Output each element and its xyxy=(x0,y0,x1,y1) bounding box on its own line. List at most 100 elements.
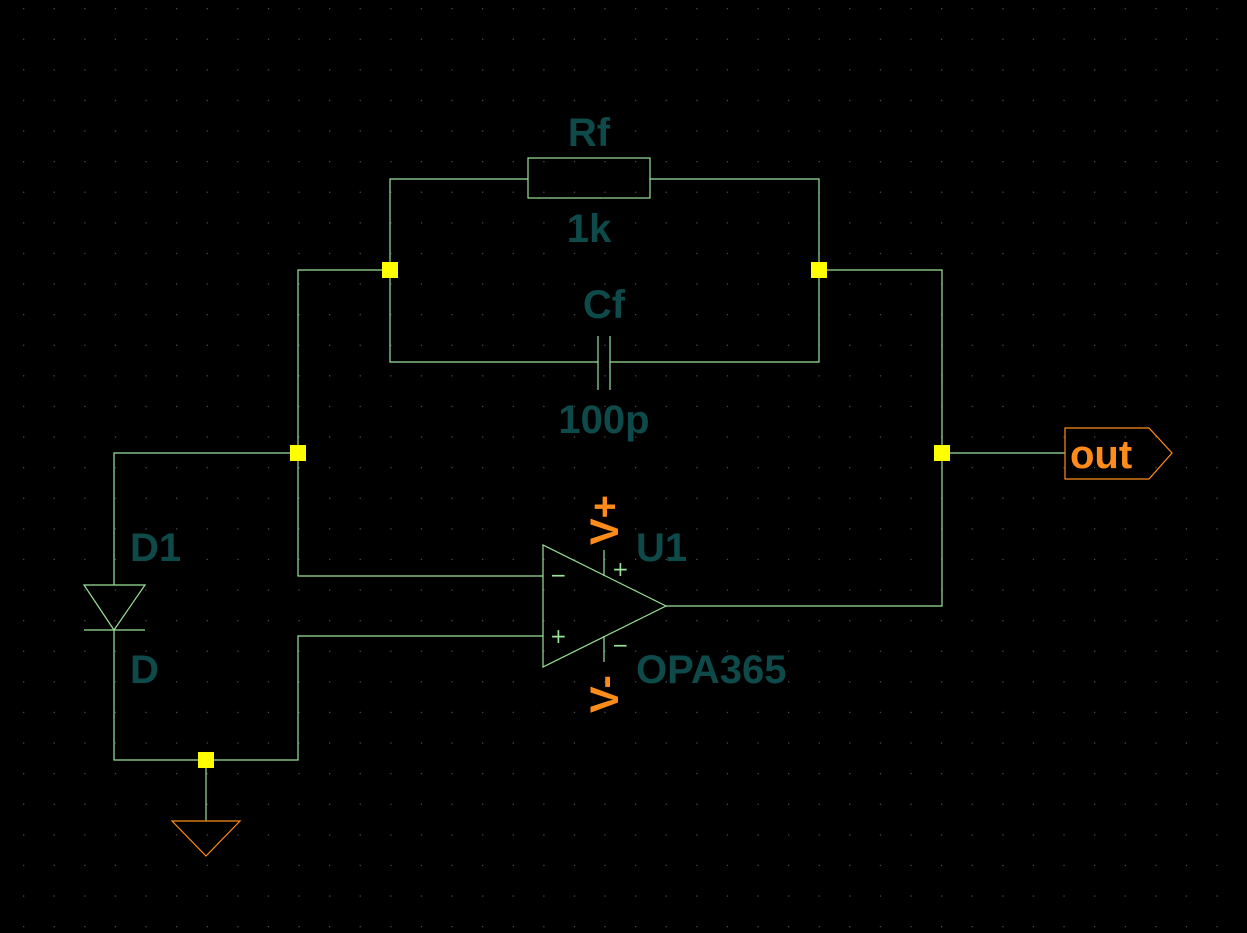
grid-dot xyxy=(971,834,973,836)
grid-dot xyxy=(176,222,178,224)
wire-cf-left[interactable] xyxy=(389,270,598,363)
grid-dot xyxy=(451,773,453,775)
ground-icon[interactable] xyxy=(170,820,242,857)
grid-dot xyxy=(267,803,270,805)
grid-dot xyxy=(53,650,55,652)
grid-dot xyxy=(1032,252,1035,255)
grid-dot xyxy=(420,191,423,193)
wire-cf-right[interactable] xyxy=(610,270,820,363)
grid-dot xyxy=(1063,161,1065,163)
grid-dot xyxy=(176,344,178,346)
grid-dot xyxy=(53,742,55,744)
net-label-vpos[interactable]: V+ xyxy=(583,495,627,545)
grid-dot xyxy=(910,681,912,683)
resistor-rf[interactable]: Rf 1k xyxy=(527,111,651,251)
grid-dot xyxy=(53,375,55,377)
wire-feedback-right[interactable] xyxy=(819,269,943,453)
wire-rf-right[interactable] xyxy=(650,178,820,270)
grid-dot xyxy=(1124,681,1126,683)
wire-feedback-left[interactable] xyxy=(297,269,390,453)
resistor-rf-body[interactable] xyxy=(527,157,651,199)
grid-dot xyxy=(696,99,698,102)
grid-dot xyxy=(53,895,55,897)
wire-output[interactable] xyxy=(666,453,943,607)
output-port[interactable]: out xyxy=(1064,427,1173,480)
grid-dot xyxy=(359,895,361,897)
grid-dot xyxy=(1094,252,1096,255)
grid-dot xyxy=(635,436,637,438)
grid-dot xyxy=(298,252,300,255)
wire-diode-bottom[interactable] xyxy=(113,630,206,761)
grid-dot xyxy=(1032,8,1035,10)
grid-dot xyxy=(114,161,117,163)
grid-dot xyxy=(84,773,86,775)
grid-dot xyxy=(1063,99,1065,102)
grid-dot xyxy=(788,528,790,530)
grid-dot xyxy=(910,38,912,40)
grid-dot xyxy=(237,69,239,71)
grid-dot xyxy=(849,864,851,867)
grid-dot xyxy=(84,650,86,652)
junction-node[interactable] xyxy=(811,262,827,278)
grid-dot xyxy=(237,895,239,897)
grid-dot xyxy=(543,222,545,224)
grid-dot xyxy=(971,773,973,775)
capacitor-cf[interactable]: Cf 100p xyxy=(558,283,649,442)
grid-dot xyxy=(573,375,576,377)
grid-dot xyxy=(114,344,117,346)
grid-dot xyxy=(941,620,943,622)
junction-node[interactable] xyxy=(382,262,398,278)
grid-dot xyxy=(879,834,882,836)
grid-dot xyxy=(84,222,86,224)
grid-dot xyxy=(1124,864,1126,867)
grid-dot xyxy=(849,467,851,469)
grid-dot xyxy=(971,467,973,469)
grid-dot xyxy=(482,895,484,897)
grid-dot xyxy=(390,405,392,408)
grid-dot xyxy=(849,314,851,316)
output-port-flag[interactable] xyxy=(1064,427,1173,480)
grid-dot xyxy=(390,8,392,10)
grid-dot xyxy=(145,895,147,897)
grid-dot xyxy=(176,589,178,591)
opamp-u1[interactable]: − + + − U1 OPA365 xyxy=(542,526,786,692)
diode-d1-triangle[interactable] xyxy=(82,584,147,632)
grid-dot xyxy=(1032,834,1035,836)
grid-dot xyxy=(176,650,178,652)
grid-dot xyxy=(573,620,576,622)
grid-dot xyxy=(696,38,698,40)
junction-node[interactable] xyxy=(934,445,950,461)
grid-dot xyxy=(390,344,392,346)
grid-dot xyxy=(1094,191,1096,193)
grid-dot xyxy=(1002,681,1004,683)
grid-dot xyxy=(1094,99,1096,102)
grid-dot xyxy=(482,650,484,652)
grid-dot xyxy=(1155,69,1157,71)
wire-inverting-input[interactable] xyxy=(297,453,543,577)
wire-rf-left[interactable] xyxy=(389,178,528,270)
grid-dot xyxy=(726,803,729,805)
grid-dot xyxy=(1094,895,1096,897)
grid-dot xyxy=(176,252,178,255)
opamp-u1-body[interactable] xyxy=(542,544,668,668)
grid-dot xyxy=(512,773,514,775)
grid-dot xyxy=(696,803,698,805)
grid-dot xyxy=(23,742,25,744)
grid-dot xyxy=(359,620,361,622)
net-label-vneg[interactable]: V- xyxy=(583,675,627,713)
grid-dot xyxy=(573,191,576,193)
grid-dot xyxy=(726,650,729,652)
grid-dot xyxy=(1155,834,1157,836)
junction-node[interactable] xyxy=(290,445,306,461)
grid-dot xyxy=(420,69,423,71)
wire-diode-top[interactable] xyxy=(113,452,298,585)
grid-dot xyxy=(84,405,86,408)
diode-d1[interactable]: D1 D xyxy=(82,526,181,692)
grid-dot xyxy=(696,528,698,530)
junction-node[interactable] xyxy=(198,752,214,768)
wire-noninverting-input[interactable] xyxy=(206,635,543,761)
grid-dot xyxy=(818,497,820,499)
grid-dot xyxy=(1002,926,1004,928)
grid-dot xyxy=(23,405,25,408)
